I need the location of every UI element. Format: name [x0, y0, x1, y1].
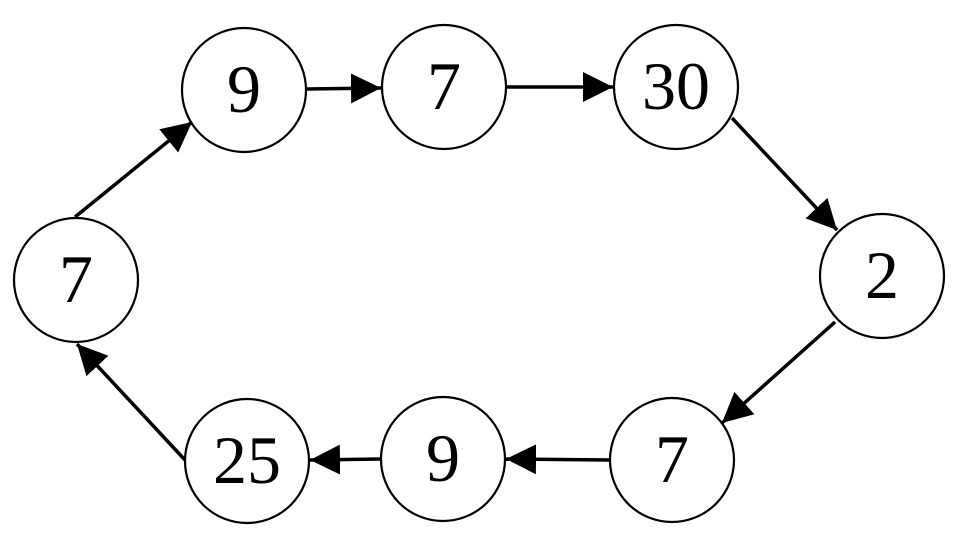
node-circle [612, 23, 740, 151]
node-label: 7 [655, 421, 689, 497]
graph-node-E: 2 [818, 212, 946, 340]
node-circle [379, 395, 507, 523]
node-circle [380, 23, 508, 151]
node-label: 30 [642, 48, 710, 124]
node-circle [180, 26, 308, 154]
graph-node-F: 7 [608, 396, 736, 524]
graph-node-G: 9 [379, 395, 507, 523]
node-label: 9 [426, 420, 460, 496]
graph-node-D: 30 [612, 23, 740, 151]
graph-node-H: 25 [183, 397, 311, 525]
node-label: 9 [227, 51, 261, 127]
edge-arrow-D-to-E [730, 116, 839, 232]
edge-arrow-A-to-B [73, 120, 194, 219]
node-label: 7 [427, 48, 461, 124]
node-circle [183, 397, 311, 525]
node-circle [608, 396, 736, 524]
edge-arrow-E-to-F [720, 320, 837, 425]
graph-node-A: 7 [12, 216, 140, 344]
node-label: 7 [59, 241, 93, 317]
node-circle [12, 216, 140, 344]
edge-arrow-H-to-A [75, 342, 187, 462]
edge-arrow-B-to-C [305, 73, 382, 104]
node-circle [818, 212, 946, 340]
graph-node-C: 7 [380, 23, 508, 151]
node-label: 2 [865, 237, 899, 313]
edges-layer [73, 72, 839, 475]
edge-arrow-F-to-G [505, 444, 611, 475]
graph-node-B: 9 [180, 26, 308, 154]
nodes-layer: 7 9 7 30 2 7 9 25 [12, 23, 946, 525]
node-label: 25 [213, 422, 281, 498]
edge-arrow-G-to-H [309, 444, 382, 475]
